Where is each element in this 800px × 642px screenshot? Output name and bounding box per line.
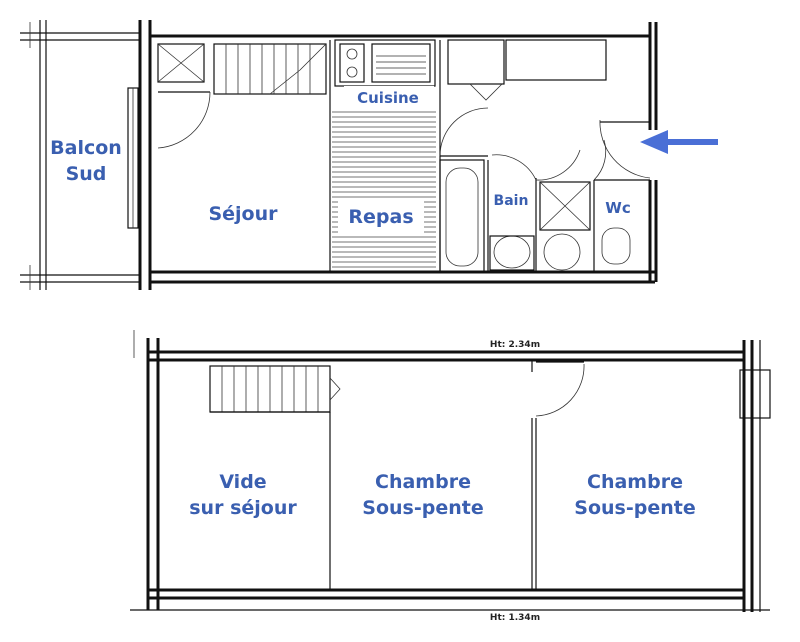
room-label-balcon: Balcon [50,137,122,159]
ground-staircase [213,40,331,272]
shower-wc [535,139,650,272]
room-label-sejour: Séjour [208,203,278,225]
room-label-wc: Wc [605,199,630,217]
room-label-vide: Vide [219,471,266,493]
room-label-repas: Repas [348,206,413,228]
room-label-chambre-2: Chambre [587,471,683,493]
room-label-sous-pente-1: Sous-pente [362,497,483,519]
shaft-box [157,43,205,83]
room-label-sur-sejour: sur séjour [189,497,297,519]
height-bottom-label: Ht: 1.34m [490,613,540,623]
room-label-sud: Sud [66,163,107,185]
kitchen-counter [334,39,436,87]
room-label-sous-pente-2: Sous-pente [574,497,695,519]
cuisine-label-bg [344,86,434,108]
bain-label-bg [490,190,532,210]
room-label-chambre-1: Chambre [375,471,471,493]
repas-hatch [332,111,436,268]
bathroom [439,107,537,273]
room-label-cuisine: Cuisine [357,89,419,107]
entrance-arrow-icon [640,130,718,154]
ground-floor: Balcon Sud Séjour Repas Cuisine Bain Wc [20,20,718,290]
upper-floor-walls [130,330,771,612]
sejour-door [157,91,211,149]
upper-staircase [209,365,341,590]
upper-partition [531,360,585,590]
repas-label-bg [338,200,424,234]
entrance-door [599,119,651,179]
upper-floor: Ht: 2.34m Ht: 1.34m Vide sur séjour Cham… [130,330,771,623]
room-label-bain: Bain [494,193,529,209]
ground-floor-walls [127,20,658,290]
height-top-label: Ht: 2.34m [490,340,540,350]
balcony [20,20,140,290]
